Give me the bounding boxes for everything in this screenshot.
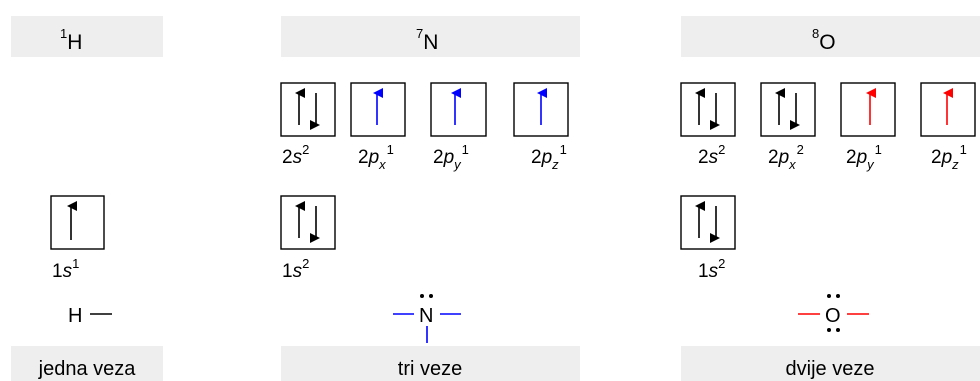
orbital-box-o-2s (680, 82, 736, 137)
lewis-structure-h: H (68, 305, 112, 327)
footer-label-h: jedna veza (38, 358, 137, 380)
header-panel-h (11, 16, 163, 57)
header-panel-o (681, 16, 980, 57)
orbital-label-o-2pz: 2pz1 (931, 142, 967, 172)
orbital-box-o-2px (760, 82, 816, 137)
footer-label-o: dvije veze (786, 358, 875, 380)
orbital-label-n-1s: 1s2 (282, 256, 309, 282)
orbital-box-n-1s (280, 195, 336, 250)
orbital-label-n-2px: 2px1 (358, 142, 394, 172)
footer-label-n: tri veze (398, 358, 462, 380)
footer-panel-o (681, 346, 980, 381)
orbital-box-n-2py (430, 82, 487, 137)
orbital-label-n-2py: 2py1 (433, 142, 469, 172)
element-symbol: N (423, 31, 438, 54)
lewis-structure-n: N (393, 294, 461, 343)
lewis-symbol: O (825, 305, 841, 327)
element-symbol: H (67, 31, 82, 54)
orbital-label-n-2s: 2s2 (282, 142, 309, 168)
lewis-structure-o: O (798, 294, 869, 332)
mass-number: 8 (812, 26, 819, 41)
orbital-label-h-1s: 1 1s1 (52, 256, 79, 282)
orbital-box-o-1s (680, 195, 736, 250)
orbital-label-o-2s: 2s2 (698, 142, 725, 168)
lewis-symbol: N (419, 305, 433, 327)
orbital-box-n-2px (350, 82, 406, 137)
lone-pair-dot (836, 294, 840, 298)
mass-number: 1 (60, 26, 67, 41)
orbital-box-o-2py (840, 82, 896, 137)
lone-pair-dot (836, 328, 840, 332)
mass-number: 7 (416, 26, 423, 41)
element-symbol: O (819, 31, 835, 54)
orbital-label-o-1s: 1s2 (698, 256, 725, 282)
footer-panel-n (281, 346, 580, 381)
header-label-n: 7N (416, 26, 438, 54)
orbital-box-h-1s (50, 195, 105, 250)
orbital-label-o-2py: 2py1 (846, 142, 882, 172)
orbital-box-o-2pz (920, 82, 976, 137)
header-label-o: 8O (812, 26, 836, 54)
lewis-symbol: H (68, 305, 82, 327)
orbital-label-o-2px: 2px2 (768, 142, 804, 172)
orbital-label-n-2pz: 2pz1 (531, 142, 567, 172)
footer-panel-h (11, 346, 163, 381)
header-label-h: 1H (60, 26, 82, 54)
orbital-box-n-2pz (513, 82, 569, 137)
orbital-box-n-2s (280, 82, 336, 137)
lone-pair-dot (827, 328, 831, 332)
header-panel-n (281, 16, 580, 57)
lone-pair-dot (420, 294, 424, 298)
lone-pair-dot (827, 294, 831, 298)
lone-pair-dot (429, 294, 433, 298)
